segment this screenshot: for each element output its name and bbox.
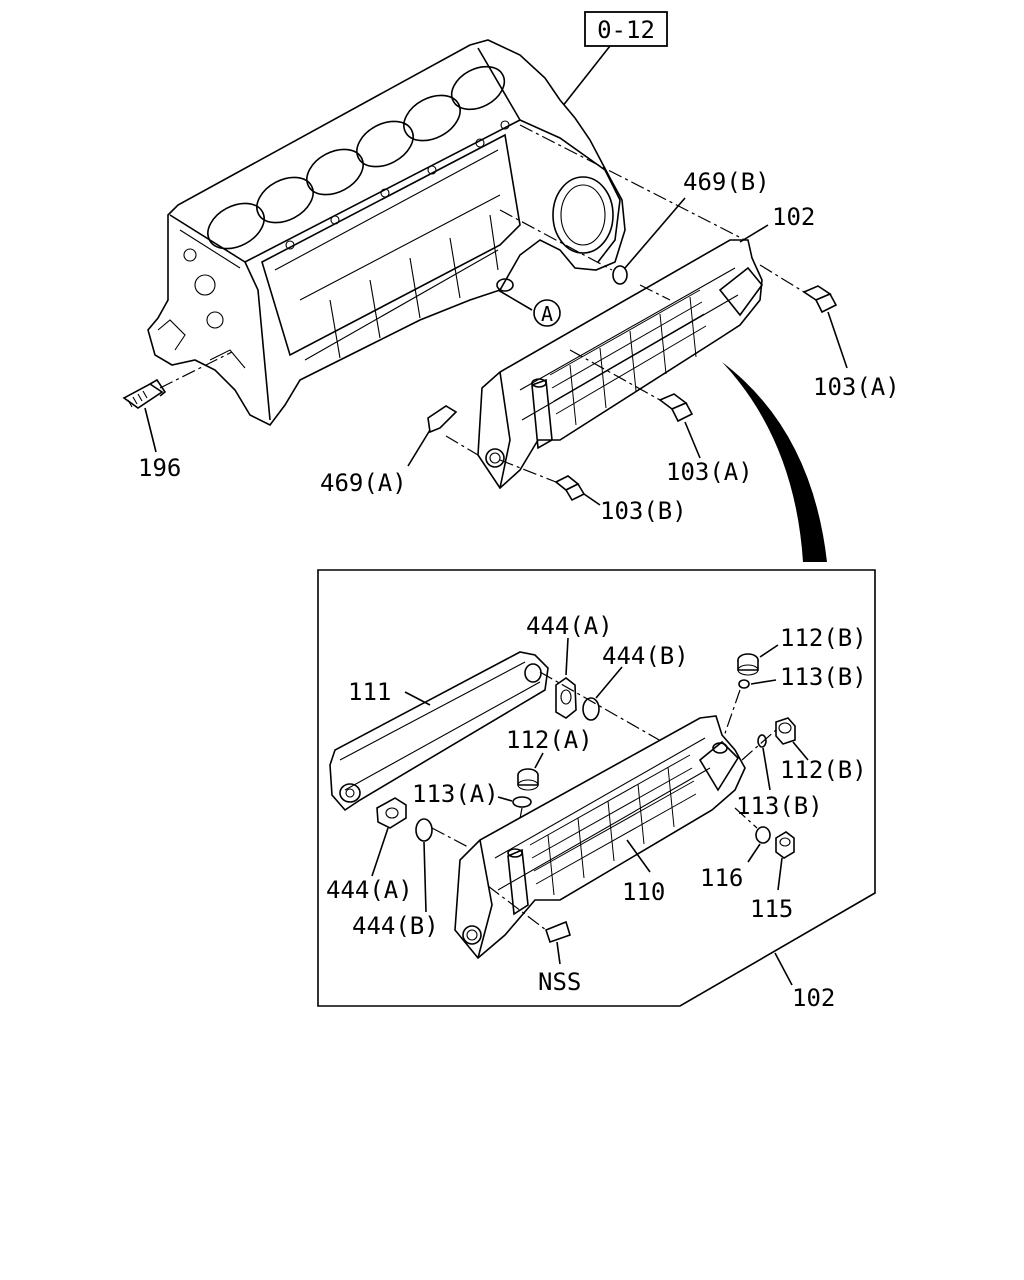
label-444b-top: 444(B)	[602, 642, 689, 670]
oring-444b-bottom[interactable]	[415, 818, 433, 842]
gasket-469b[interactable]	[612, 265, 628, 285]
label-196: 196	[138, 454, 181, 482]
label-112b-top: 112(B)	[780, 624, 867, 652]
label-444a-top: 444(A)	[526, 612, 613, 640]
label-103b: 103(B)	[600, 497, 687, 525]
oring-444b-top[interactable]	[582, 697, 600, 721]
label-469a: 469(A)	[320, 469, 407, 497]
label-112a: 112(A)	[506, 726, 593, 754]
gasket-444a-bottom[interactable]	[376, 797, 407, 829]
label-102-top: 102	[772, 203, 815, 231]
zoom-arrow	[722, 362, 827, 562]
label-102-bot: 102	[792, 984, 835, 1012]
reference-box[interactable]: 0-12	[584, 11, 668, 47]
cylinder-block	[147, 39, 626, 427]
detail-box	[317, 569, 876, 1007]
oring-113b-mid[interactable]	[757, 734, 767, 748]
label-112b-mid: 112(B)	[780, 756, 867, 784]
bolt-103a-right[interactable]	[802, 285, 838, 314]
label-110: 110	[622, 878, 665, 906]
cover-plate-111[interactable]	[329, 651, 549, 812]
plug-196[interactable]	[122, 378, 167, 409]
label-113b-mid: 113(B)	[736, 792, 823, 820]
label-115: 115	[750, 895, 793, 923]
cooler-element-110[interactable]	[454, 715, 746, 960]
label-113b-top: 113(B)	[780, 663, 867, 691]
label-103a-right: 103(A)	[813, 373, 900, 401]
bolt-103a-mid[interactable]	[658, 393, 694, 423]
label-a: A	[541, 302, 553, 326]
reference-box-label: 0-12	[597, 16, 655, 44]
bolt-103b[interactable]	[554, 475, 586, 502]
oil-cooler-assembly-top[interactable]	[477, 239, 764, 490]
plug-112a[interactable]	[517, 768, 539, 791]
oring-113a[interactable]	[512, 796, 532, 808]
label-nss: NSS	[538, 968, 581, 996]
label-111: 111	[348, 678, 391, 706]
oring-113b-top[interactable]	[738, 679, 750, 689]
gasket-469a[interactable]	[427, 405, 458, 434]
marker-a	[533, 299, 561, 327]
label-444b-bot: 444(B)	[352, 912, 439, 940]
label-103a-mid: 103(A)	[666, 458, 753, 486]
label-113a: 113(A)	[412, 780, 499, 808]
label-444a-bot: 444(A)	[326, 876, 413, 904]
label-116: 116	[700, 864, 743, 892]
gasket-444a-top[interactable]	[555, 677, 577, 719]
nut-115[interactable]	[775, 831, 795, 859]
plug-112b-mid[interactable]	[775, 717, 796, 745]
plug-112b-top[interactable]	[737, 653, 759, 676]
plate-nss[interactable]	[545, 920, 571, 944]
washer-116[interactable]	[755, 826, 771, 844]
label-469b: 469(B)	[683, 168, 770, 196]
